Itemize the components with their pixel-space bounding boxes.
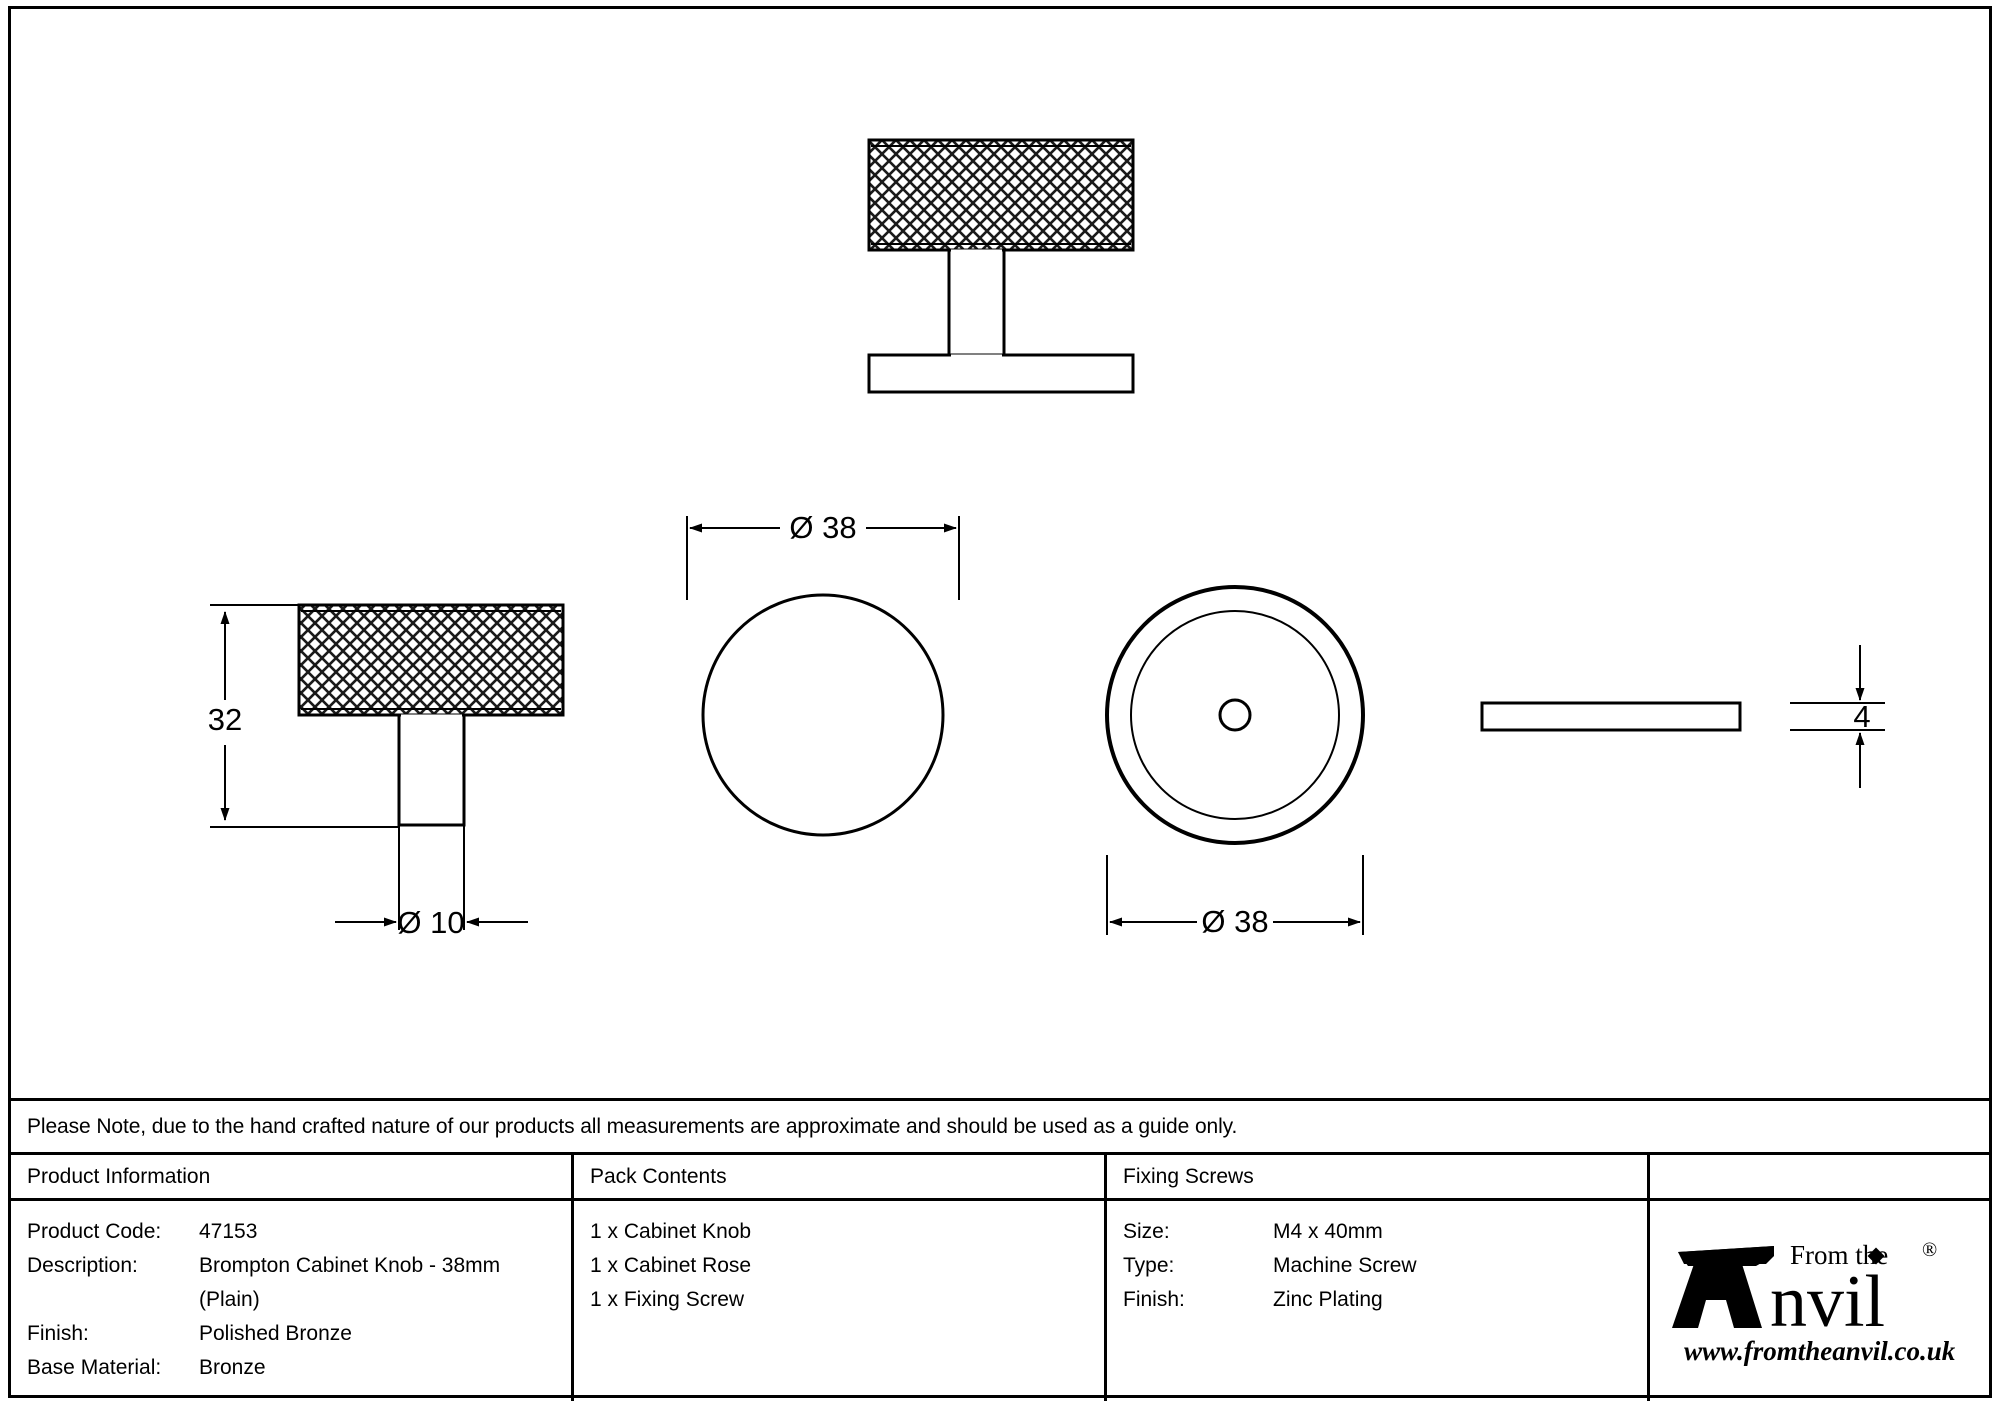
finish-value: Polished Bronze <box>199 1322 352 1345</box>
cell-product-information: Product Code: 47153 Description: Brompto… <box>11 1201 566 1401</box>
header-fixing-screws: Fixing Screws <box>1123 1164 1254 1188</box>
pack-contents-item: 1 x Cabinet Rose <box>590 1254 752 1277</box>
product-info-row: Base Material: Bronze <box>27 1351 566 1385</box>
description-key: Description: <box>27 1254 138 1277</box>
table-header-row: Product Information Pack Contents Fixing… <box>11 1155 1989 1201</box>
screw-size-value: M4 x 40mm <box>1273 1220 1383 1243</box>
screw-finish-value: Zinc Plating <box>1273 1288 1383 1311</box>
cell-pack-contents: 1 x Cabinet Knob 1 x Cabinet Rose 1 x Fi… <box>574 1201 1102 1401</box>
product-code-value: 47153 <box>199 1220 258 1243</box>
header-pack-contents: Pack Contents <box>590 1164 727 1188</box>
note-text: Please Note, due to the hand crafted nat… <box>27 1114 1238 1138</box>
brand-logo: From the nvil ® www.fromtheanvil.co.uk <box>1670 1226 1970 1376</box>
sheet-border <box>8 6 1992 1398</box>
product-info-row: (Plain) <box>27 1283 566 1317</box>
screw-type-key: Type: <box>1123 1254 1175 1277</box>
note-row: Please Note, due to the hand crafted nat… <box>11 1098 1989 1155</box>
fixing-screw-row: Type: Machine Screw <box>1123 1249 1645 1283</box>
header-divider-1 <box>571 1155 574 1201</box>
header-divider-2 <box>1104 1155 1107 1201</box>
information-table: Please Note, due to the hand crafted nat… <box>11 1098 1989 1401</box>
header-product-information: Product Information <box>27 1164 211 1188</box>
pack-contents-item: 1 x Fixing Screw <box>590 1288 745 1311</box>
description-value: Brompton Cabinet Knob - 38mm <box>199 1254 501 1277</box>
body-divider-2 <box>1104 1201 1107 1401</box>
product-code-key: Product Code: <box>27 1220 162 1243</box>
header-divider-3 <box>1647 1155 1650 1201</box>
finish-key: Finish: <box>27 1322 89 1345</box>
screw-type-value: Machine Screw <box>1273 1254 1417 1277</box>
table-body-row: Product Code: 47153 Description: Brompto… <box>11 1201 1989 1401</box>
anvil-icon <box>1671 1246 1774 1328</box>
cell-fixing-screws: Size: M4 x 40mm Type: Machine Screw Fini… <box>1107 1201 1645 1401</box>
description-key-cont <box>27 1283 199 1317</box>
body-divider-1 <box>571 1201 574 1401</box>
from-the-anvil-logo-svg: From the nvil ® www.fromtheanvil.co.uk <box>1671 1239 1956 1366</box>
product-info-row: Product Code: 47153 <box>27 1215 566 1249</box>
body-divider-3 <box>1647 1201 1650 1401</box>
screw-size-key: Size: <box>1123 1220 1170 1243</box>
pack-contents-item: 1 x Cabinet Knob <box>590 1220 752 1243</box>
logo-website-text: www.fromtheanvil.co.uk <box>1684 1336 1956 1366</box>
fixing-screw-row: Finish: Zinc Plating <box>1123 1283 1645 1317</box>
registered-trademark-icon: ® <box>1922 1239 1937 1261</box>
base-material-value: Bronze <box>199 1356 266 1379</box>
screw-finish-key: Finish: <box>1123 1288 1185 1311</box>
description-value-cont: (Plain) <box>199 1288 260 1311</box>
logo-anvil-text: nvil <box>1770 1261 1885 1343</box>
base-material-key: Base Material: <box>27 1356 162 1379</box>
product-info-row: Finish: Polished Bronze <box>27 1317 566 1351</box>
fixing-screw-row: Size: M4 x 40mm <box>1123 1215 1645 1249</box>
product-info-row: Description: Brompton Cabinet Knob - 38m… <box>27 1249 566 1283</box>
cell-brand-logo: From the nvil ® www.fromtheanvil.co.uk <box>1650 1201 1989 1401</box>
